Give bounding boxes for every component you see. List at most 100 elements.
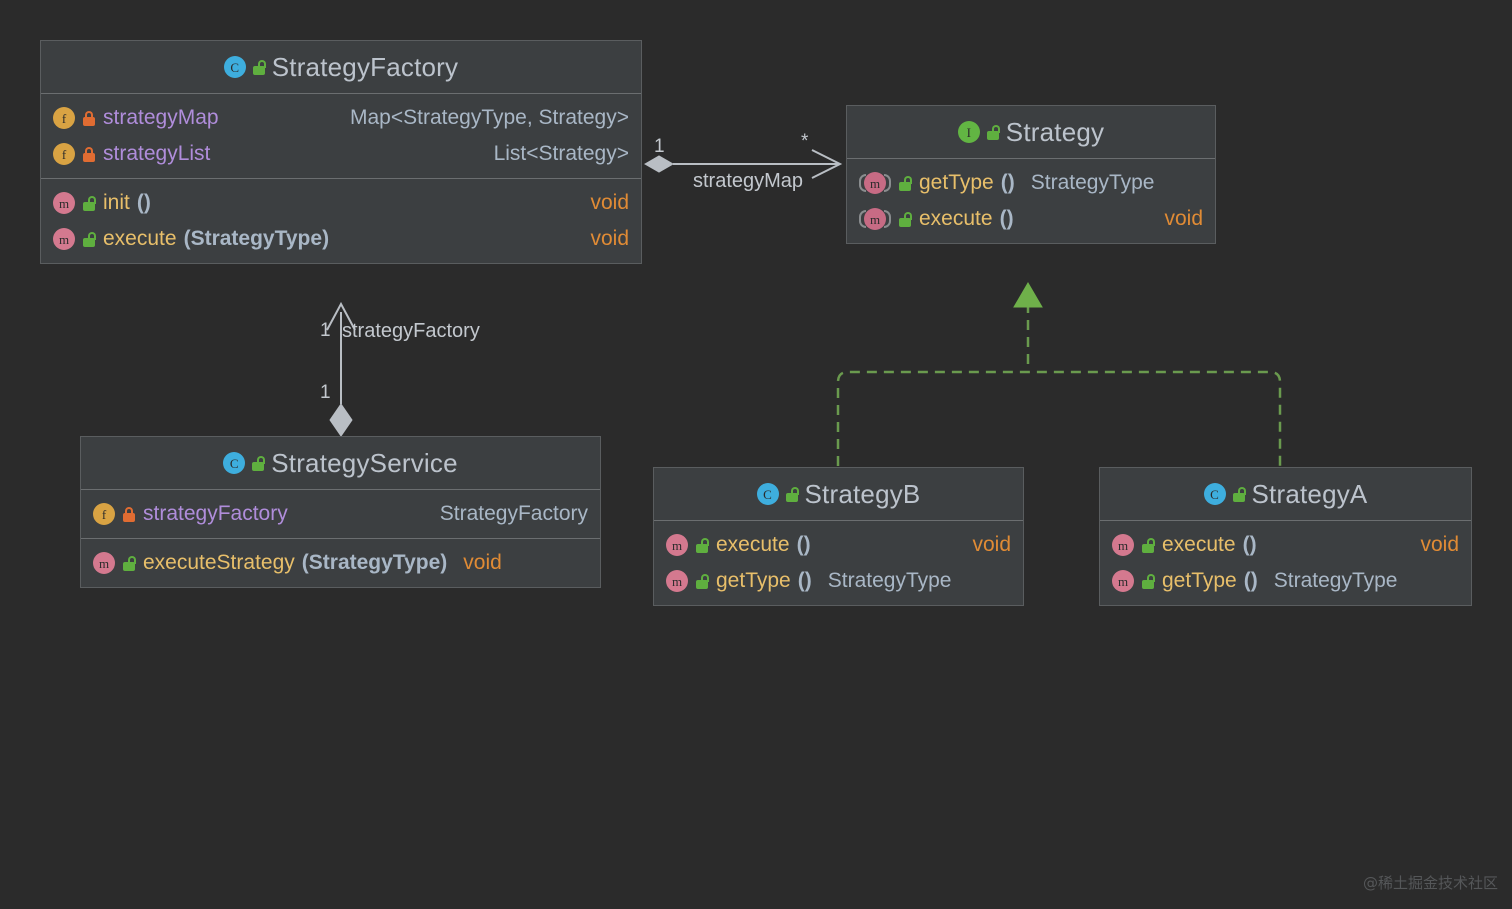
aggregation-diamond — [329, 403, 353, 437]
class-icon: C — [223, 56, 246, 78]
method-row[interactable]: m getType () StrategyType — [1100, 563, 1471, 599]
method-icon: m — [93, 552, 115, 574]
method-return-type: StrategyType — [827, 569, 952, 592]
unlocked-padlock-icon — [252, 59, 266, 75]
methods-section: m init () void m execute (StrategyType) … — [41, 178, 641, 263]
realization-branch — [836, 370, 1282, 466]
edge-label-strategymap: strategyMap — [693, 170, 804, 192]
method-name: init — [103, 191, 130, 214]
methods-section: m getType () StrategyType m execute () v… — [847, 159, 1215, 243]
class-box-strategyfactory[interactable]: C StrategyFactory f strategyMap Map<Stra… — [40, 40, 642, 264]
method-return-type: void — [590, 227, 629, 250]
class-title: StrategyB — [804, 478, 921, 509]
class-title: Strategy — [1005, 116, 1105, 147]
interface-icon: I — [957, 121, 980, 143]
class-header: I Strategy — [847, 106, 1215, 159]
unlocked-padlock-icon — [898, 211, 912, 227]
methods-section: m executeStrategy (StrategyType) void — [81, 538, 600, 587]
edge-label-strategyfactory: strategyFactory — [342, 320, 480, 342]
method-row[interactable]: m executeStrategy (StrategyType) void — [81, 545, 600, 581]
field-icon: f — [53, 107, 75, 129]
method-signature: () — [1000, 171, 1015, 194]
method-signature: (StrategyType) — [301, 551, 448, 574]
class-icon: C — [756, 483, 779, 505]
method-signature: () — [797, 569, 812, 592]
method-name: getType — [919, 171, 994, 194]
fields-section: f strategyMap Map<StrategyType, Strategy… — [41, 94, 641, 178]
method-name: getType — [716, 569, 791, 592]
field-row[interactable]: f strategyList List<Strategy> — [41, 136, 641, 172]
field-icon: f — [53, 143, 75, 165]
field-type: StrategyFactory — [439, 502, 588, 525]
class-header: C StrategyService — [81, 437, 600, 490]
field-type: Map<StrategyType, Strategy> — [350, 106, 629, 129]
method-row[interactable]: m execute () void — [847, 201, 1215, 237]
method-name: executeStrategy — [143, 551, 295, 574]
edge-realizations — [836, 303, 1282, 466]
unlocked-padlock-icon — [1141, 573, 1155, 589]
field-row[interactable]: f strategyMap Map<StrategyType, Strategy… — [41, 100, 641, 136]
method-icon: m — [53, 192, 75, 214]
method-return-type: void — [463, 551, 502, 574]
unlocked-padlock-icon — [695, 573, 709, 589]
field-row[interactable]: f strategyFactory StrategyFactory — [81, 496, 600, 532]
class-header: C StrategyFactory — [41, 41, 641, 94]
field-icon: f — [93, 503, 115, 525]
unlocked-padlock-icon — [1141, 537, 1155, 553]
abstract-method-icon: m — [859, 172, 891, 194]
method-signature: () — [1242, 533, 1257, 556]
class-box-strategya[interactable]: C StrategyA m execute () void m — [1099, 467, 1472, 606]
method-signature: () — [999, 207, 1014, 230]
open-arrowhead — [811, 149, 843, 179]
locked-padlock-icon — [82, 110, 96, 126]
class-icon: C — [223, 452, 246, 474]
method-icon: m — [666, 570, 688, 592]
locked-padlock-icon — [82, 146, 96, 162]
aggregation-diamond — [643, 155, 675, 173]
method-signature: () — [136, 191, 151, 214]
realization-triangle-arrowhead — [1013, 282, 1043, 308]
method-row[interactable]: m execute (StrategyType) void — [41, 221, 641, 257]
method-return-type: void — [972, 533, 1011, 556]
method-row[interactable]: m execute () void — [1100, 527, 1471, 563]
method-row[interactable]: m init () void — [41, 185, 641, 221]
field-name: strategyList — [103, 142, 211, 165]
methods-section: m execute () void m getType () StrategyT… — [1100, 521, 1471, 605]
method-row[interactable]: m execute () void — [654, 527, 1023, 563]
class-title: StrategyService — [271, 447, 458, 478]
field-name: strategyFactory — [143, 502, 288, 525]
method-return-type: void — [1420, 533, 1459, 556]
method-name: execute — [919, 207, 993, 230]
class-box-strategyservice[interactable]: C StrategyService f strategyFactory Stra… — [80, 436, 601, 588]
method-icon: m — [53, 228, 75, 250]
class-header: C StrategyA — [1100, 468, 1471, 521]
abstract-method-icon: m — [859, 208, 891, 230]
method-name: execute — [1162, 533, 1236, 556]
method-icon: m — [666, 534, 688, 556]
method-return-type: void — [590, 191, 629, 214]
class-box-strategyb[interactable]: C StrategyB m execute () void m — [653, 467, 1024, 606]
unlocked-padlock-icon — [898, 175, 912, 191]
method-return-type: void — [1164, 207, 1203, 230]
method-row[interactable]: m getType () StrategyType — [847, 165, 1215, 201]
method-icon: m — [1112, 570, 1134, 592]
method-icon: m — [1112, 534, 1134, 556]
method-row[interactable]: m getType () StrategyType — [654, 563, 1023, 599]
method-signature: (StrategyType) — [183, 227, 330, 250]
field-type: List<Strategy> — [493, 142, 629, 165]
unlocked-padlock-icon — [82, 231, 96, 247]
class-box-strategy[interactable]: I Strategy m getType () StrategyType — [846, 105, 1216, 244]
unlocked-padlock-icon — [986, 124, 1000, 140]
class-icon: C — [1203, 483, 1226, 505]
method-return-type: StrategyType — [1273, 569, 1398, 592]
locked-padlock-icon — [122, 506, 136, 522]
multiplicity-service-end: 1 — [320, 382, 331, 403]
unlocked-padlock-icon — [1232, 486, 1246, 502]
unlocked-padlock-icon — [695, 537, 709, 553]
method-signature: () — [1243, 569, 1258, 592]
method-name: execute — [716, 533, 790, 556]
unlocked-padlock-icon — [251, 455, 266, 471]
class-title: StrategyA — [1251, 478, 1368, 509]
class-header: C StrategyB — [654, 468, 1023, 521]
